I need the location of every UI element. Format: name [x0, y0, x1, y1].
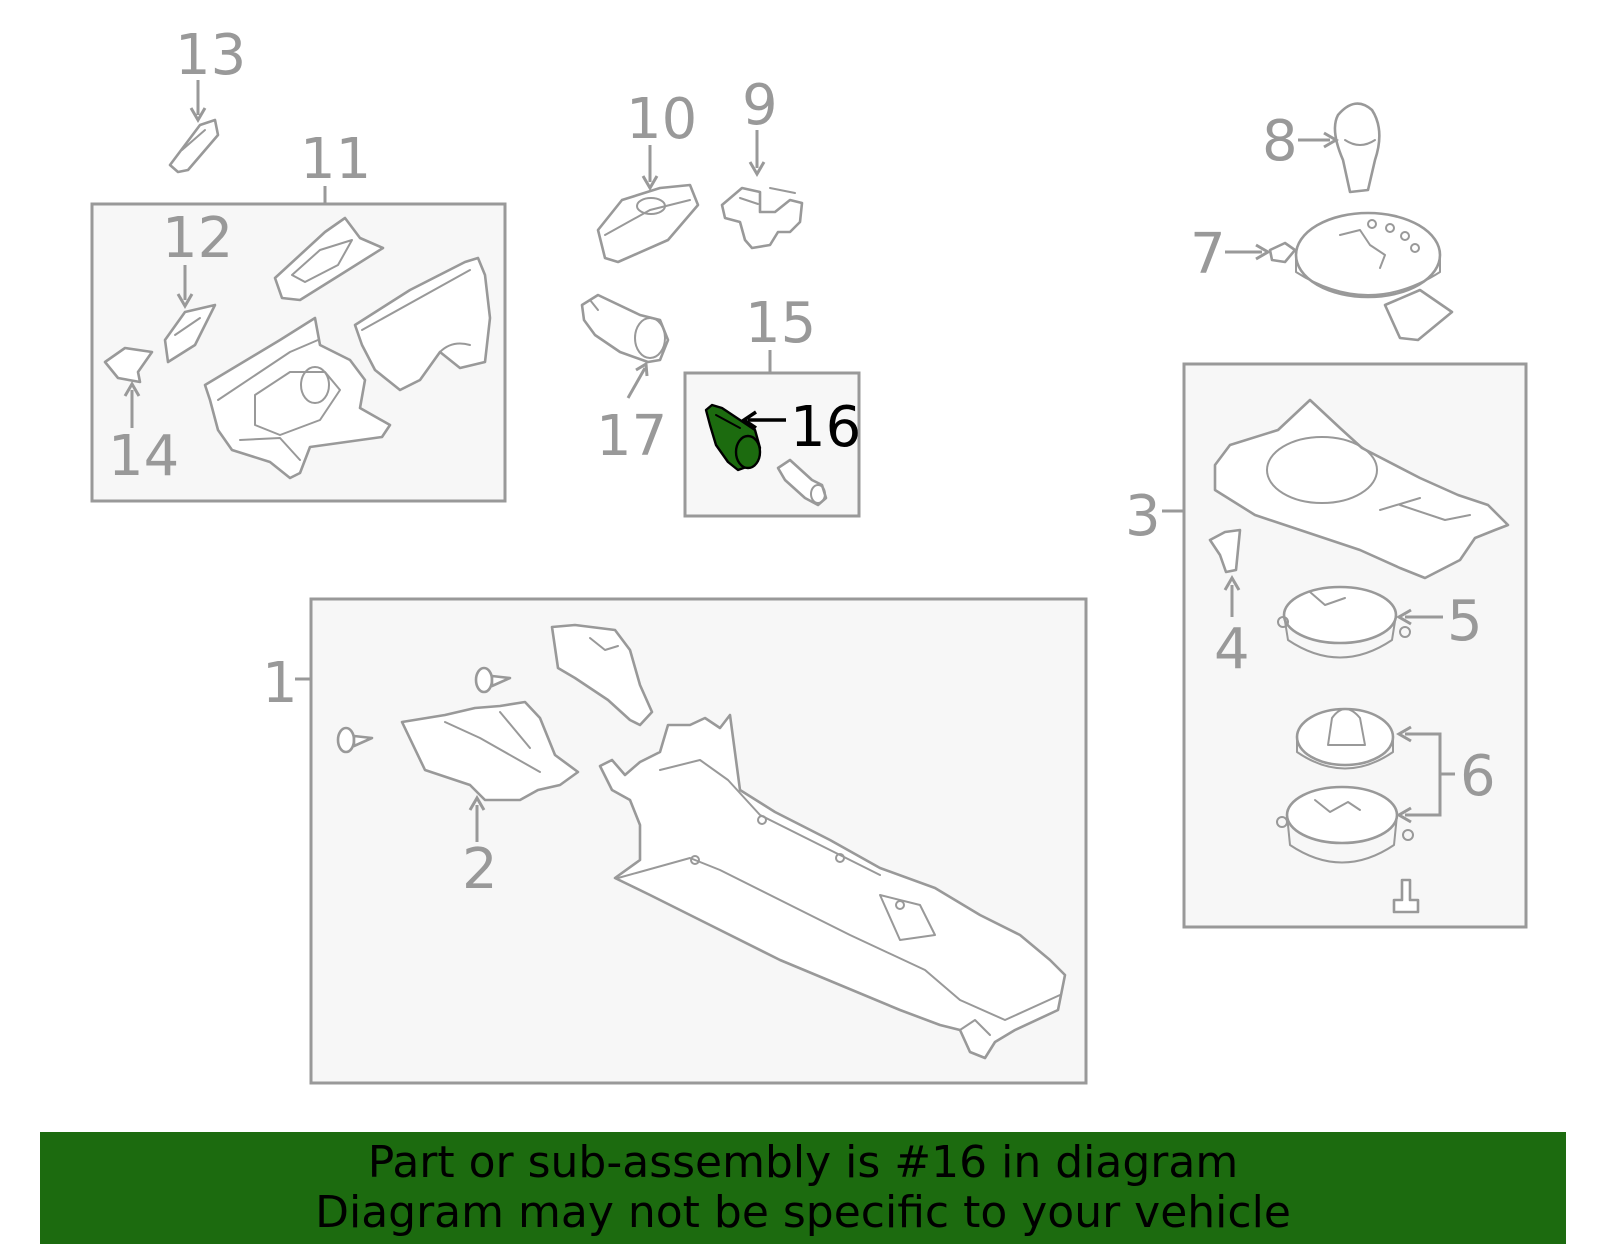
banner-line-2: Diagram may not be specific to your vehi… — [315, 1187, 1291, 1238]
group-box-15 — [683, 371, 861, 518]
arrow-13 — [189, 107, 207, 123]
arrow-4 — [1223, 575, 1241, 591]
part-push-clip-b[interactable] — [474, 666, 512, 694]
callout-4[interactable]: 4 — [1214, 617, 1250, 682]
part-7-shift-indicator[interactable] — [1268, 211, 1454, 342]
callout-13[interactable]: 13 — [175, 23, 246, 88]
part-11-side-panel[interactable] — [353, 256, 492, 392]
banner-line-1: Part or sub-assembly is #16 in diagram — [367, 1137, 1239, 1188]
part-16-highlighted[interactable] — [704, 403, 762, 472]
callout-15[interactable]: 15 — [745, 291, 816, 356]
callout-8[interactable]: 8 — [1262, 109, 1298, 174]
callout-7[interactable]: 7 — [1190, 222, 1226, 287]
arrow-12 — [176, 293, 194, 309]
arrow-17 — [635, 361, 649, 377]
part-5-ring[interactable] — [1277, 585, 1411, 659]
part-bolt[interactable] — [1392, 878, 1420, 914]
part-3-console-bezel[interactable] — [1213, 398, 1510, 580]
part-13-bracket[interactable] — [168, 118, 220, 174]
part-10-switch-panel[interactable] — [596, 183, 700, 264]
callout-5[interactable]: 5 — [1447, 589, 1483, 654]
part-12-clip[interactable] — [163, 303, 217, 364]
callout-16[interactable]: 16 — [790, 395, 861, 460]
part-17-socket[interactable] — [580, 293, 670, 364]
part-2-side-cover[interactable] — [400, 700, 580, 802]
part-8-shift-knob[interactable] — [1333, 102, 1381, 194]
arrow-14 — [123, 381, 141, 397]
callout-1[interactable]: 1 — [262, 651, 298, 716]
part-11-upper-trim[interactable] — [273, 216, 385, 302]
part-15-lighter-element[interactable] — [776, 458, 828, 507]
part-6-ring[interactable] — [1276, 785, 1414, 864]
arrow-16 — [740, 410, 757, 430]
part-push-clip-a[interactable] — [336, 726, 374, 754]
callout-3[interactable]: 3 — [1125, 484, 1161, 549]
leader-17 — [626, 367, 647, 399]
part-6-boot[interactable] — [1295, 707, 1395, 770]
arrow-6a — [1396, 725, 1412, 743]
arrow-9 — [748, 161, 766, 177]
part-1-console-body[interactable] — [598, 713, 1067, 1060]
callout-9[interactable]: 9 — [742, 73, 778, 138]
callout-11[interactable]: 11 — [300, 127, 371, 192]
info-banner: Part or sub-assembly is #16 in diagram D… — [40, 1132, 1566, 1244]
part-4-clip[interactable] — [1208, 528, 1242, 574]
part-14-clip[interactable] — [103, 346, 154, 384]
arrow-8 — [1323, 131, 1339, 149]
part-1-front-panel[interactable] — [550, 623, 654, 727]
part-11-console-top[interactable] — [203, 316, 392, 480]
callout-2[interactable]: 2 — [462, 837, 498, 902]
part-9-switch[interactable] — [720, 186, 804, 250]
callout-17[interactable]: 17 — [596, 404, 667, 469]
arrow-6b — [1396, 806, 1412, 824]
arrow-2 — [468, 795, 486, 811]
callout-10[interactable]: 10 — [626, 87, 697, 152]
callout-6[interactable]: 6 — [1460, 744, 1496, 809]
arrow-7 — [1255, 243, 1271, 261]
callout-14[interactable]: 14 — [108, 424, 179, 489]
callout-12[interactable]: 12 — [162, 206, 233, 271]
arrow-5 — [1396, 608, 1412, 626]
arrow-10 — [641, 175, 659, 191]
